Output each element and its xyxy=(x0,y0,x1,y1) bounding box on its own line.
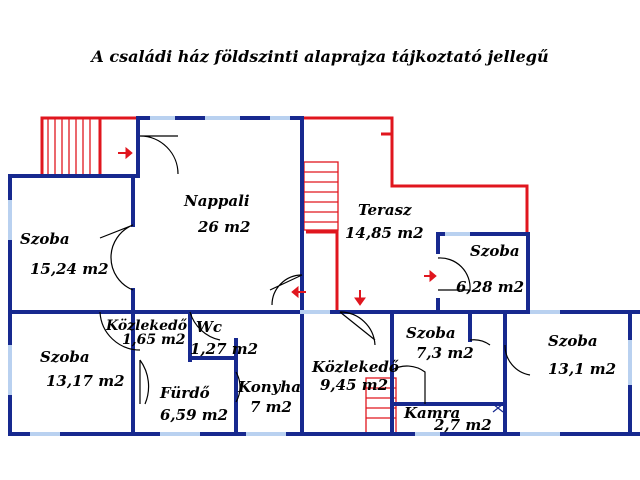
room-name-nappali: Nappali xyxy=(183,192,250,210)
room-name-szoba: Szoba xyxy=(406,324,456,342)
entrance-stairs xyxy=(40,116,102,176)
terrace-outline xyxy=(100,116,529,312)
room-name-szoba: Szoba xyxy=(40,348,90,366)
room-area-furdo: 6,59 m2 xyxy=(160,406,228,424)
room-area-konyha: 7 m2 xyxy=(250,398,292,416)
room-area-terasz: 14,85 m2 xyxy=(345,224,424,242)
arrows xyxy=(118,146,437,306)
room-area-szoba: 15,24 m2 xyxy=(30,260,109,278)
arrow-left-icon xyxy=(291,285,306,299)
plan-title: A családi ház földszinti alaprajza tájko… xyxy=(89,47,548,66)
room-name-kozlekedo: Közlekedő xyxy=(105,318,188,334)
room-area-kozlekedo: 1,65 m2 xyxy=(122,332,186,348)
arrow-down-icon xyxy=(354,290,366,306)
room-name-terasz: Terasz xyxy=(358,201,412,219)
arrow-right-icon xyxy=(424,269,437,283)
room-name-furdo: Fürdő xyxy=(159,384,210,402)
room-area-wc: 1,27 m2 xyxy=(190,340,258,358)
doors xyxy=(99,135,531,413)
room-name-szoba: Szoba xyxy=(20,230,70,248)
room-labels: Nappali 26 m2 Terasz 14,85 m2 Szoba 15,2… xyxy=(20,192,616,434)
room-area-szoba: 13,1 m2 xyxy=(548,360,616,378)
room-name-kamra: Kamra xyxy=(403,404,460,422)
walls xyxy=(8,116,640,436)
arrow-right-icon xyxy=(118,146,133,160)
windows xyxy=(8,116,632,436)
room-name-wc: Wc xyxy=(196,318,222,336)
room-area-nappali: 26 m2 xyxy=(197,218,250,236)
room-name-konyha: Konyha xyxy=(237,378,301,396)
room-name-szoba: Szoba xyxy=(548,332,598,350)
room-area-szoba: 6,28 m2 xyxy=(456,278,524,296)
room-area-kozlekedo: 9,45 m2 xyxy=(320,376,388,394)
room-area-szoba: 7,3 m2 xyxy=(416,344,474,362)
room-area-kamra: 2,7 m2 xyxy=(433,416,492,434)
room-name-szoba: Szoba xyxy=(470,242,520,260)
room-area-szoba: 13,17 m2 xyxy=(46,372,125,390)
room-name-kozlekedo: Közlekedő xyxy=(311,358,399,376)
